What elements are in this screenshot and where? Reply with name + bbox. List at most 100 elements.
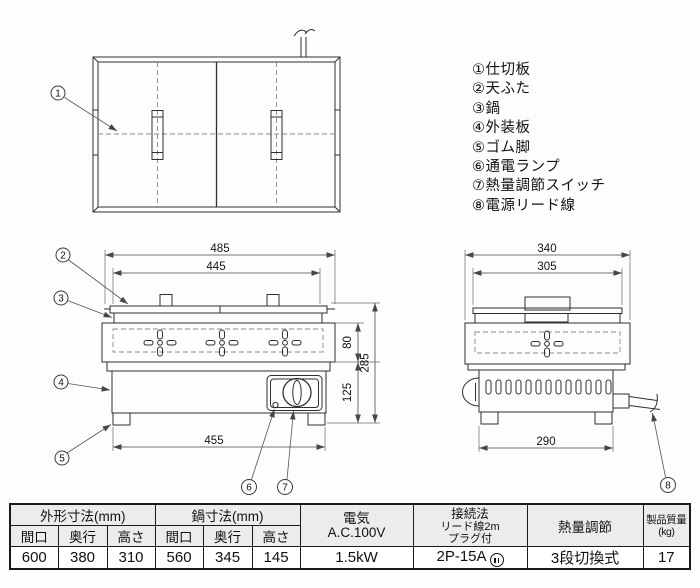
side-upper-body [464,322,631,365]
header-outer-dimensions: 外形寸法(mm) [9,503,156,526]
value-heat-control: 3段切換式 [526,546,644,570]
svg-text:6: 6 [246,483,252,494]
legend-item-2: ②天ふた [472,80,606,99]
partition-centerlines [98,62,335,207]
header-connection-line1: 接続法 [451,506,489,521]
front-lid [109,305,328,314]
power-lamp [272,401,279,409]
front-dim-overall-width: 485 [104,243,336,304]
front-foot-left [112,412,131,426]
value-electric: 1.5kW [299,546,414,570]
svg-text:340: 340 [537,243,556,255]
value-pot-depth: 345 [202,546,253,570]
parts-legend: ①仕切板 ②天ふた ③鍋 ④外装板 ⑤ゴム脚 ⑥通電ランプ ⑦熱量調節スイッチ … [472,61,606,216]
side-base [478,369,614,413]
side-dim-base-depth: 290 [478,426,614,452]
legend-label: 電源リード線 [485,197,576,214]
header-weight: 製品質量 (kg) [642,503,691,547]
lid-handle-right-top [270,110,283,160]
svg-text:80: 80 [342,336,354,349]
legend-number: ④ [472,120,486,137]
top-view-outer-frame [92,56,341,213]
callout-6: 6 [241,408,275,495]
subheader-pot-width: 間口 [154,525,204,547]
svg-text:485: 485 [210,243,229,255]
plug-icon [489,553,504,568]
legend-number: ⑥ [472,159,486,176]
legend-label: 鍋 [485,100,501,117]
legend-item-6: ⑥通電ランプ [472,158,606,177]
subheader-pot-height: 高さ [251,525,301,547]
legend-label: 外装板 [485,120,531,137]
header-electric-line1: 電気 [343,510,371,526]
connection-text: 2P-15A [436,547,487,565]
header-weight-line1: 製品質量 [646,513,687,526]
svg-text:125: 125 [342,383,354,402]
power-cord-side [612,393,661,413]
callout-1: 1 [50,85,118,132]
svg-text:4: 4 [58,378,64,389]
callout-3: 3 [53,290,113,318]
front-dim-lid-width: 445 [112,261,321,304]
front-lid-handle-left [159,294,173,307]
svg-text:8: 8 [665,481,671,492]
legend-item-5: ⑤ゴム脚 [472,139,606,158]
side-handle-base [524,313,569,323]
svg-text:3: 3 [58,294,64,305]
legend-number: ③ [472,100,486,117]
side-base-vents [485,379,612,395]
legend-label: 通電ランプ [485,159,561,176]
callout-1-number: 1 [55,89,61,100]
lid-handle-left-top [151,110,164,160]
subheader-pot-depth: 奥行 [202,525,253,547]
callout-2: 2 [55,247,129,305]
svg-text:2: 2 [60,251,66,262]
svg-text:305: 305 [537,261,556,273]
callout-5: 5 [54,424,112,466]
header-heat-control: 熱量調節 [526,503,644,547]
front-step [106,361,331,372]
knob-pointer [292,380,302,405]
frame-joint-ticks [93,109,340,156]
svg-text:5: 5 [59,454,65,465]
front-pot-rim [113,312,323,324]
value-weight: 17 [642,546,691,570]
legend-number: ⑦ [472,178,486,195]
top-view: 1 [50,29,341,213]
callout-4: 4 [53,374,111,392]
legend-number: ⑧ [472,197,486,214]
side-foot-left [480,411,499,425]
side-pot-hidden-outline [474,331,621,354]
control-panel [266,375,323,411]
subheader-outer-width: 間口 [9,525,59,547]
value-outer-width: 600 [9,546,59,570]
svg-text:285: 285 [360,353,372,372]
front-foot-right [307,412,326,426]
front-dim-heights: 80 125 285 [327,302,380,424]
technical-drawing: 1 [50,29,676,495]
cord-break-mark-side [649,393,658,413]
subheader-outer-height: 高さ [106,525,156,547]
power-cord-top [300,37,307,57]
legend-item-4: ④外装板 [472,119,606,138]
front-base [111,370,327,414]
svg-text:445: 445 [206,261,225,273]
heat-control-knob [282,377,312,408]
legend-label: 天ふた [485,81,531,98]
value-connection: 2P-15A [412,546,528,570]
value-outer-depth: 380 [57,546,108,570]
header-pot-dimensions: 鍋寸法(mm) [154,503,301,526]
front-lid-handle-right [266,294,280,307]
side-step [467,363,626,371]
legend-number: ① [472,62,486,78]
front-pot-hidden-outline [112,328,324,353]
front-vent-cluster-1 [143,329,177,357]
header-connection-line3: プラグ付 [448,532,493,545]
svg-text:290: 290 [536,436,555,448]
header-connection: 接続法 リード線2m プラグ付 [412,503,528,547]
header-electric-line2: A.C.100V [327,524,386,540]
front-vent-cluster-2 [205,329,239,357]
header-connection-line2: リード線2m [440,520,500,533]
side-dim-lid-depth: 305 [472,261,623,305]
cord-strain-relief [612,393,630,409]
